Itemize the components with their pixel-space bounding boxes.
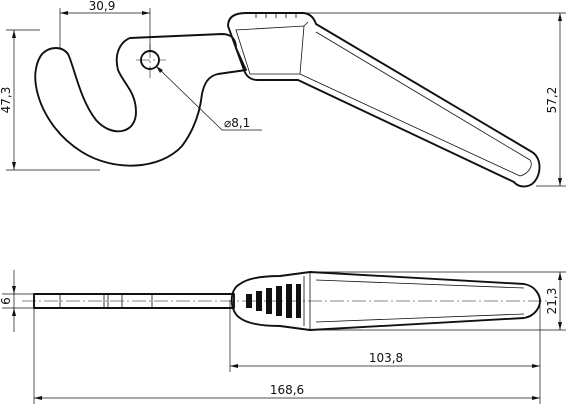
handle-inner-line-2	[303, 21, 309, 27]
side-view: 6 21,3 103,8 168,6	[0, 270, 566, 404]
arrow	[230, 364, 238, 368]
arrow	[156, 66, 163, 73]
arrow	[12, 286, 16, 294]
top-view: 30,9 47,3 ⌀8,1 57,2	[0, 0, 566, 188]
handle-inner-line-1	[235, 25, 305, 75]
arrow	[558, 178, 562, 186]
arrow	[12, 162, 16, 170]
dim-thickness: 6	[0, 297, 13, 305]
arrow	[12, 308, 16, 316]
dim-handle-thickness: 21,3	[545, 288, 559, 315]
dim-handle-height: 57,2	[545, 87, 559, 114]
handle-inner-line-4	[315, 31, 531, 161]
arrow	[558, 272, 562, 280]
arrow	[532, 396, 540, 400]
handle-line	[315, 313, 525, 323]
handle-line	[315, 279, 525, 289]
dim-hook-offset: 30,9	[89, 0, 116, 13]
dim-hook-height: 47,3	[0, 87, 13, 114]
handle-side-outline	[230, 271, 541, 331]
arrow	[532, 364, 540, 368]
arrow	[60, 11, 68, 15]
arrow	[12, 30, 16, 38]
arrow	[558, 13, 562, 21]
leader-line	[155, 65, 223, 131]
arrow	[142, 11, 150, 15]
handle-end-cap	[519, 159, 532, 177]
hook-plate-outline	[34, 33, 247, 167]
dim-handle-length: 103,8	[369, 351, 403, 365]
handle-grip-outline	[227, 12, 541, 188]
dim-overall-length: 168,6	[270, 383, 304, 397]
arrow	[558, 322, 562, 330]
handle-inner-line-3	[299, 73, 521, 177]
grip-ridge	[276, 286, 282, 316]
dim-hole-diameter: ⌀8,1	[224, 116, 250, 130]
arrow	[34, 396, 42, 400]
